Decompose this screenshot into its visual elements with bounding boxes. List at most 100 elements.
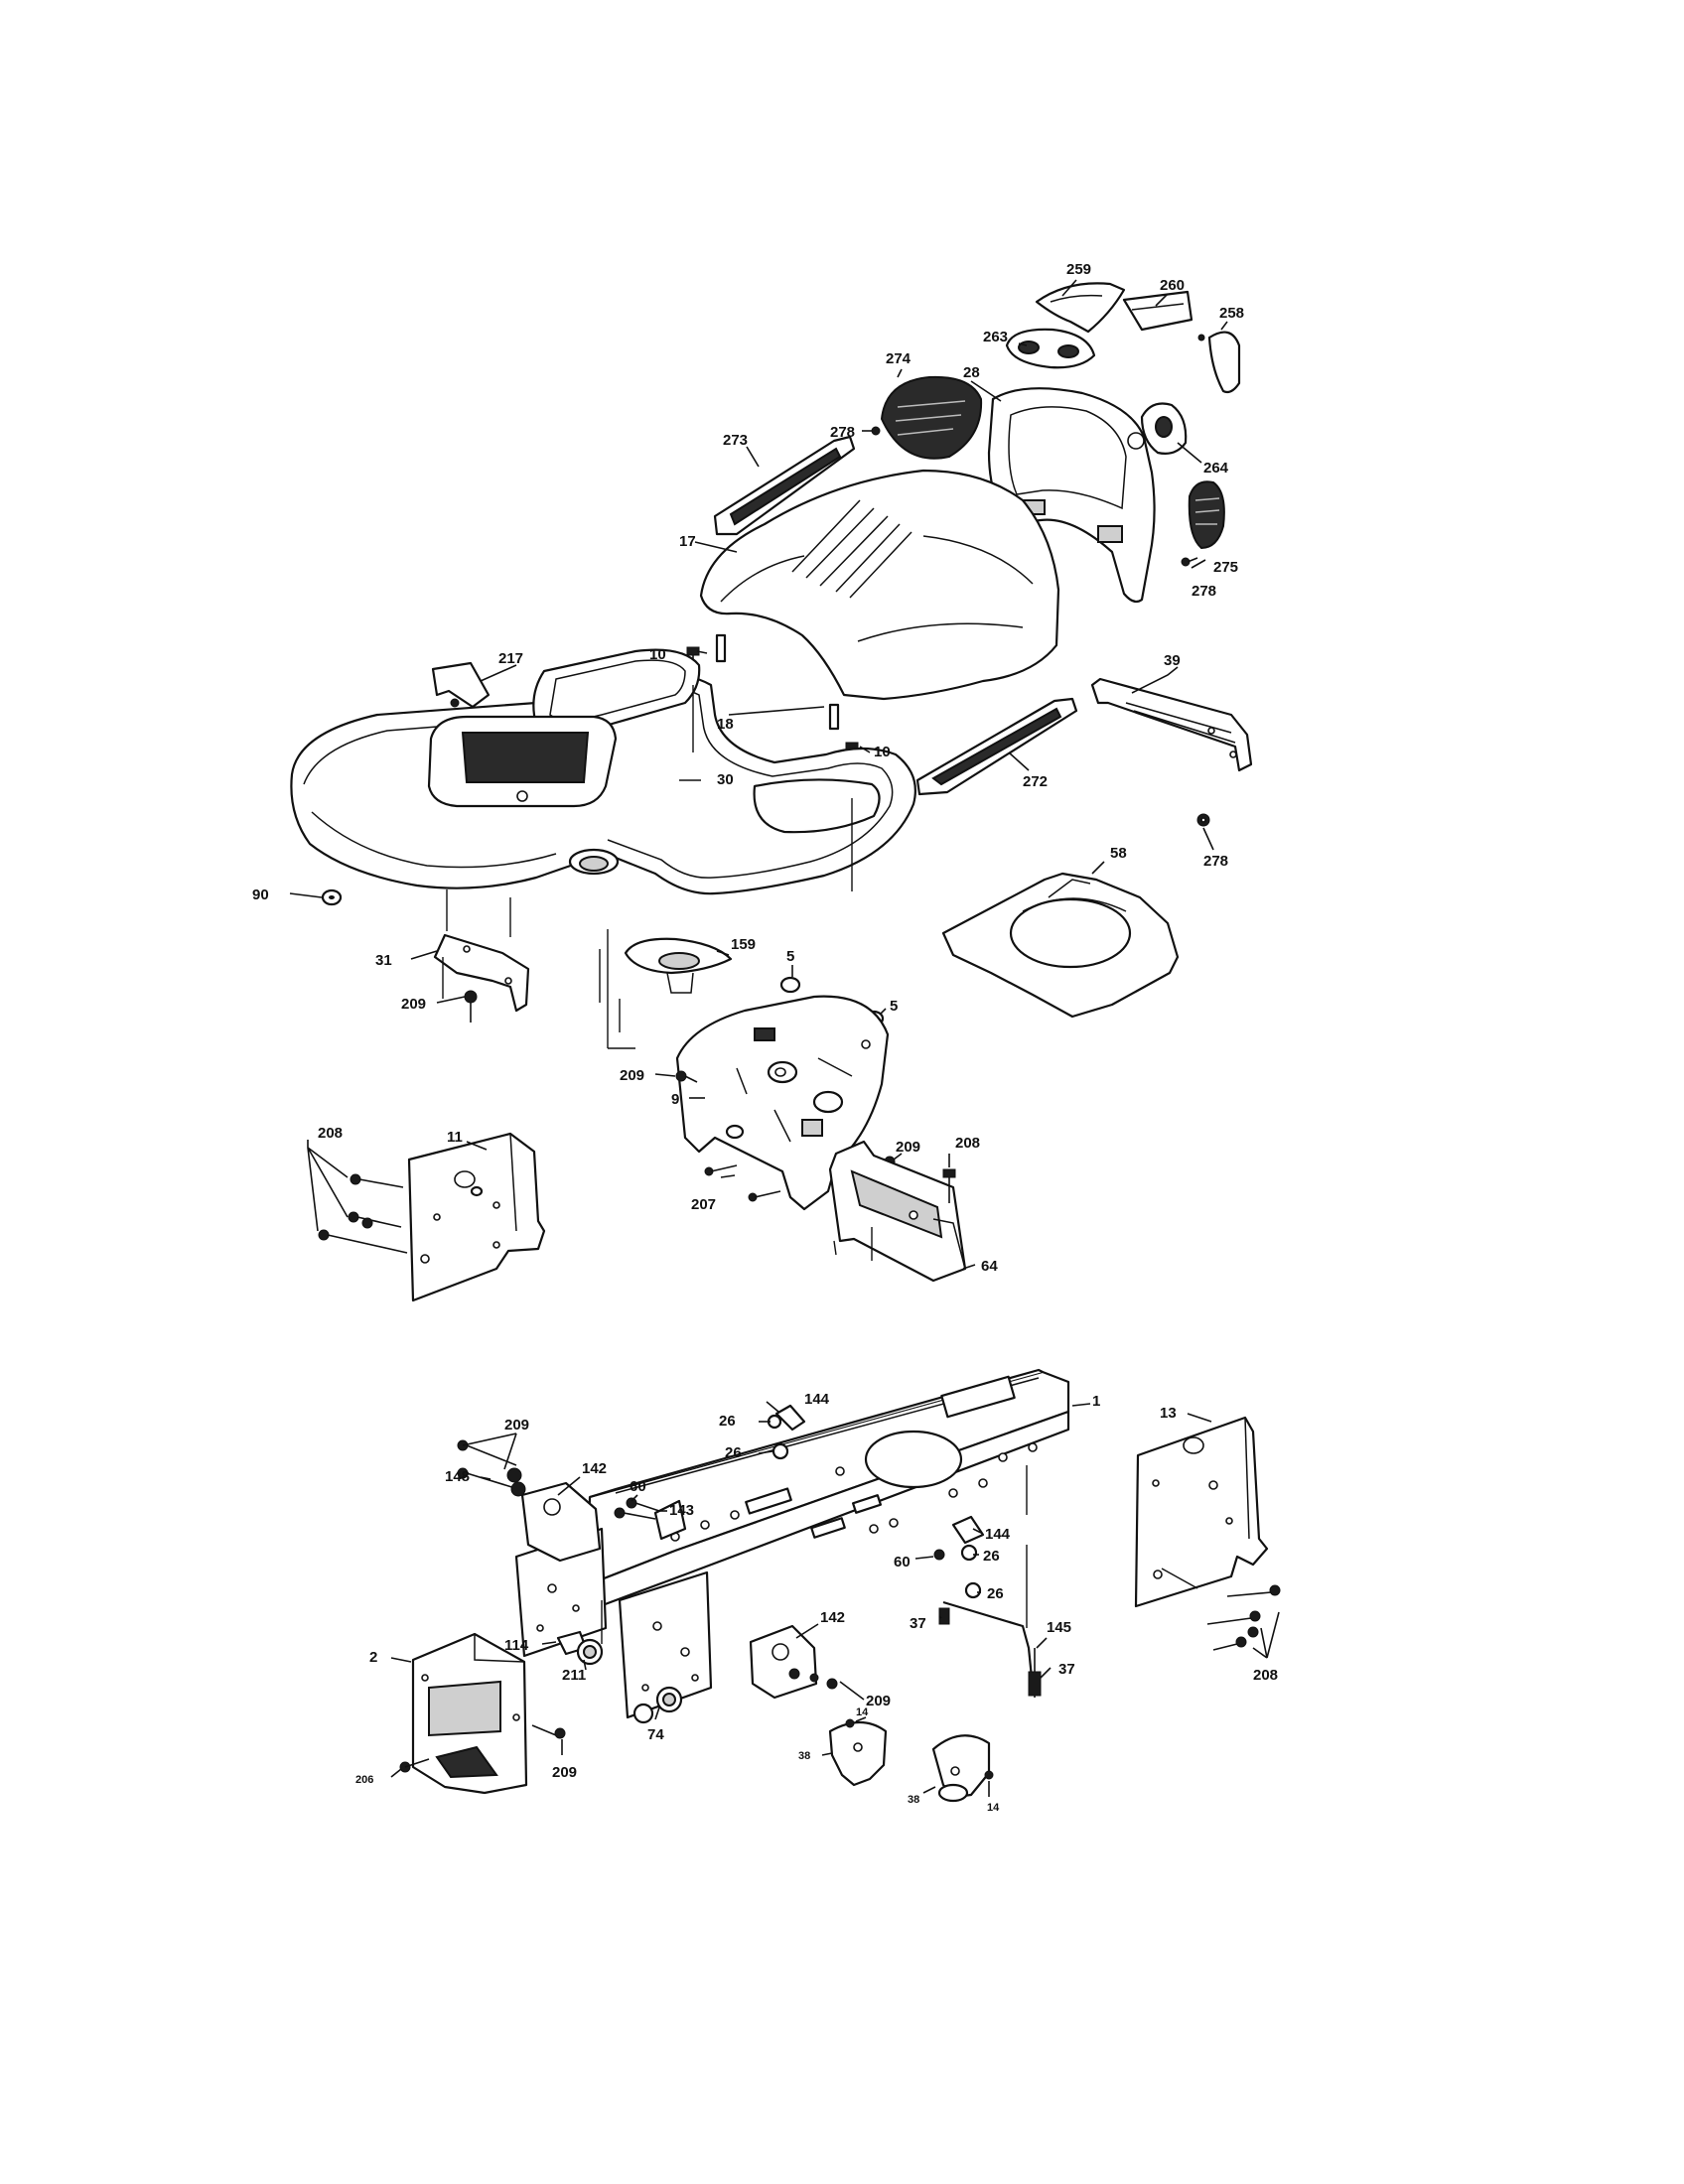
callout-142-b: 142 <box>820 1609 845 1626</box>
part-30 <box>290 648 916 895</box>
callout-207: 207 <box>691 1196 716 1213</box>
callout-14-a: 14 <box>856 1706 869 1718</box>
callout-30: 30 <box>717 771 734 788</box>
part-144-b <box>951 1515 985 1545</box>
callout-278-a: 278 <box>830 424 855 441</box>
part-275 <box>1188 480 1225 550</box>
callout-13: 13 <box>1160 1405 1177 1422</box>
callout-18: 18 <box>717 716 734 733</box>
exploded-lines-lower <box>601 1465 1198 1644</box>
callout-144-b: 144 <box>985 1526 1011 1543</box>
part-1 <box>586 1368 1070 1608</box>
callout-263: 263 <box>983 329 1008 345</box>
part-14-b <box>984 1770 994 1780</box>
part-259 <box>1035 282 1126 334</box>
callout-208-a: 208 <box>318 1125 343 1142</box>
part-208-b <box>942 1168 956 1203</box>
callout-144-a: 144 <box>804 1391 830 1408</box>
callout-148: 148 <box>445 1468 470 1485</box>
part-142-b <box>749 1624 818 1700</box>
callout-26-a: 26 <box>719 1413 736 1430</box>
callout-leaders <box>289 279 1280 1797</box>
part-258 <box>1197 331 1241 394</box>
callout-273: 273 <box>723 432 748 449</box>
callout-209-a: 209 <box>401 996 426 1013</box>
callout-26-b: 26 <box>725 1444 742 1461</box>
callout-258: 258 <box>1219 305 1244 322</box>
part-263 <box>1005 328 1096 369</box>
part-273 <box>713 435 856 536</box>
callout-58: 58 <box>1110 845 1127 862</box>
callout-209-f: 209 <box>552 1764 577 1781</box>
part-60-b <box>933 1549 945 1561</box>
callout-17: 17 <box>679 533 696 550</box>
callout-209-c: 209 <box>896 1139 920 1156</box>
frame-side-plate-left <box>514 1527 608 1658</box>
callout-264: 264 <box>1203 460 1229 477</box>
callout-114: 114 <box>504 1637 529 1654</box>
part-31 <box>433 933 530 1013</box>
callout-275: 275 <box>1213 559 1238 576</box>
exploded-lines <box>442 685 873 1261</box>
part-2 <box>411 1632 528 1795</box>
callout-208-c: 208 <box>1253 1667 1278 1684</box>
part-206 <box>399 1758 430 1773</box>
part-144-a <box>774 1404 806 1432</box>
part-217 <box>431 661 491 709</box>
callout-37-a: 37 <box>910 1615 926 1632</box>
callout-145: 145 <box>1047 1619 1071 1636</box>
callout-208-b: 208 <box>955 1135 980 1152</box>
part-74 <box>632 1686 683 1724</box>
callout-90: 90 <box>252 887 269 903</box>
callout-2: 2 <box>369 1649 377 1666</box>
part-145 <box>942 1600 1042 1698</box>
callout-159: 159 <box>731 936 756 953</box>
callout-211: 211 <box>562 1667 586 1684</box>
part-278-a <box>871 426 881 436</box>
callout-60-a: 60 <box>630 1478 646 1495</box>
callout-259: 259 <box>1066 261 1091 278</box>
callout-217: 217 <box>498 650 523 667</box>
callout-209-b: 209 <box>620 1067 644 1084</box>
part-159 <box>624 937 733 994</box>
callout-14-b: 14 <box>987 1802 1000 1814</box>
callout-31: 31 <box>375 952 392 969</box>
callout-10-a: 10 <box>649 646 666 663</box>
part-278-c <box>1196 813 1210 827</box>
callout-278-c: 278 <box>1203 853 1228 870</box>
part-264 <box>1140 402 1188 455</box>
part-208-c <box>1206 1584 1281 1651</box>
part-209-d <box>457 1439 522 1483</box>
part-37-a <box>938 1607 950 1625</box>
callout-38-b: 38 <box>908 1794 919 1806</box>
part-5-a <box>779 976 801 994</box>
part-58 <box>941 872 1180 1019</box>
callout-274: 274 <box>886 350 912 367</box>
part-38-b <box>931 1734 991 1803</box>
callout-209-e: 209 <box>866 1693 891 1709</box>
part-64 <box>828 1140 967 1283</box>
part-209-a <box>464 990 478 1023</box>
callout-5-b: 5 <box>890 998 898 1015</box>
callout-37-b: 37 <box>1058 1661 1075 1678</box>
part-272 <box>915 697 1078 796</box>
callout-60-b: 60 <box>894 1554 911 1570</box>
part-39 <box>1090 677 1253 772</box>
callout-64: 64 <box>981 1258 998 1275</box>
callout-39: 39 <box>1164 652 1181 669</box>
part-18 <box>715 633 840 731</box>
part-60-a <box>614 1497 660 1520</box>
part-13 <box>1134 1416 1269 1608</box>
callout-labels: 259 260 258 263 274 28 278 264 273 275 2… <box>252 261 1278 1814</box>
callout-10-b: 10 <box>874 744 891 760</box>
callout-5-a: 5 <box>786 948 794 965</box>
part-142-a <box>520 1481 602 1563</box>
part-274 <box>880 375 983 460</box>
callout-38-a: 38 <box>798 1750 810 1762</box>
callout-272: 272 <box>1023 773 1048 790</box>
frame-side-plate-right <box>618 1570 713 1719</box>
part-209-b <box>675 1070 698 1083</box>
part-208-a <box>318 1173 408 1254</box>
part-148 <box>457 1467 526 1497</box>
